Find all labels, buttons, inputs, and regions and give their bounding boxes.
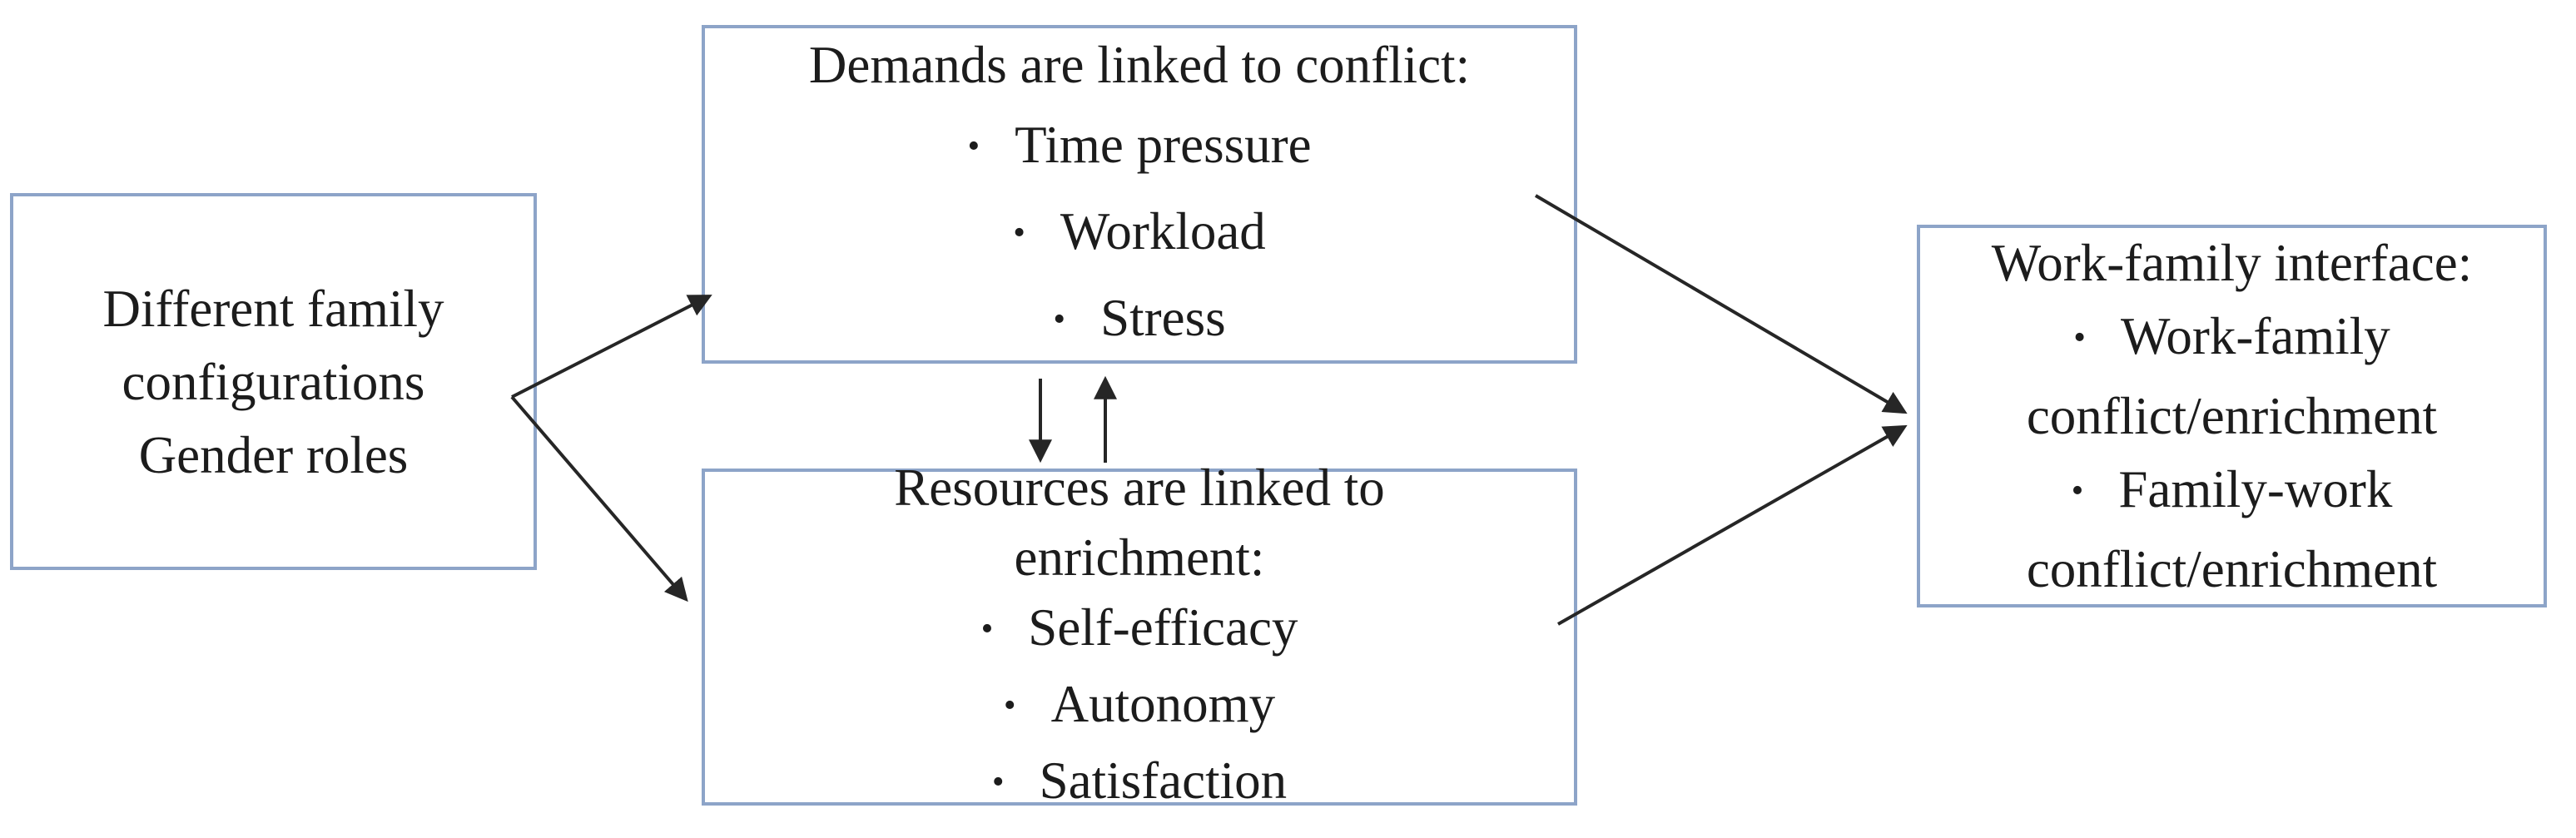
resources-bullet-3: Satisfaction — [1039, 751, 1288, 810]
interface-bullet-item: • Work-family — [2073, 300, 2390, 379]
demands-bullet-item: • Workload — [1013, 191, 1266, 278]
bullet-icon: • — [980, 609, 994, 648]
interface-title: Work-family interface: — [1991, 234, 2473, 292]
bullet-icon: • — [1053, 300, 1066, 339]
demands-bullet-item: • Stress — [1053, 278, 1225, 364]
antecedents-line-1: Different family — [102, 279, 444, 338]
bullet-icon: • — [1003, 686, 1016, 725]
bullet-icon: • — [2073, 319, 2086, 357]
resources-bullet-item: • Autonomy — [1004, 669, 1275, 746]
interface-bullet-2-line-1: Family-work — [2118, 460, 2393, 518]
resources-bullet-1: Self-efficacy — [1028, 598, 1298, 657]
bullet-icon: • — [1013, 213, 1025, 252]
box-demands: Demands are linked to conflict: • Time pr… — [702, 25, 1577, 364]
interface-bullet-2-line-2: conflict/enrichment — [2026, 540, 2438, 598]
resources-bullet-2: Autonomy — [1050, 674, 1276, 733]
resources-bullet-item: • Self-efficacy — [981, 593, 1298, 669]
arrow-demands-to-interface — [1534, 194, 1908, 414]
box-antecedents: Different family configurations Gender r… — [10, 193, 537, 570]
arrow-resources-to-interface — [1557, 424, 1908, 626]
resources-title-line-1: Resources are linked to — [894, 458, 1385, 517]
bullet-icon: • — [2071, 472, 2084, 510]
demands-bullet-1: Time pressure — [1015, 115, 1312, 174]
bullet-icon: • — [991, 762, 1005, 801]
arrow-left-to-demands — [511, 295, 712, 399]
arrow-left-to-resources — [510, 395, 688, 602]
antecedents-line-2: configurations — [122, 352, 425, 411]
demands-bullet-item: • Time pressure — [967, 105, 1311, 191]
resources-title-line-2: enrichment: — [1014, 528, 1265, 587]
demands-title: Demands are linked to conflict: — [808, 35, 1471, 94]
demands-bullet-2: Workload — [1060, 201, 1266, 260]
demands-bullet-3: Stress — [1100, 288, 1226, 347]
interface-bullet-item: • Family-work — [2072, 453, 2393, 533]
interface-bullet-1-line-1: Work-family — [2120, 307, 2390, 365]
bullet-icon: • — [967, 126, 980, 166]
antecedents-line-3: Gender roles — [138, 425, 409, 484]
resources-bullet-item: • Satisfaction — [992, 746, 1287, 822]
box-interface: Work-family interface: • Work-family conf… — [1917, 225, 2547, 607]
interface-bullet-1-line-2: conflict/enrichment — [2026, 387, 2438, 445]
box-resources: Resources are linked to enrichment: • Sel… — [702, 459, 1577, 810]
